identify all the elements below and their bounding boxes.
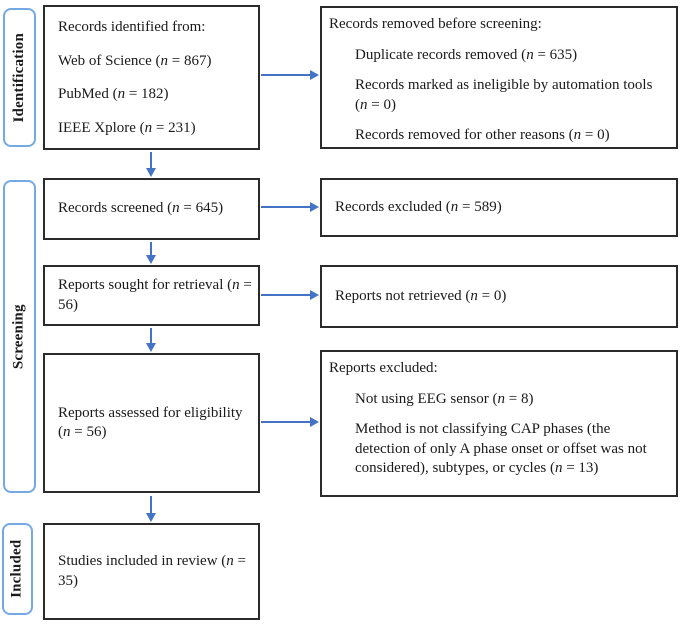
box-reports-not-retrieved: Reports not retrieved (n = 0) [320, 265, 678, 328]
arrow-sought-to-assessed [150, 328, 152, 343]
records-identified-source-ieee: IEEE Xplore (n = 231) [58, 119, 196, 136]
arrow-screened-to-sought [150, 242, 152, 255]
records-removed-other: Records removed for other reasons (n = 0… [355, 127, 610, 143]
box-reports-sought: Reports sought for retrieval (n = 56) [43, 265, 260, 326]
records-excluded-text: Records excluded (n = 589) [335, 198, 502, 215]
arrow-identified-to-screened [150, 152, 152, 168]
stage-label-identification: Identification [3, 8, 36, 147]
records-removed-heading: Records removed before screening: [329, 16, 542, 32]
arrow-sought-to-not-retrieved [261, 294, 310, 296]
arrow-screened-to-excluded [261, 206, 310, 208]
records-screened-text: Records screened (n = 645) [58, 200, 224, 217]
box-reports-excluded: Reports excluded: Not using EEG sensor (… [320, 350, 678, 497]
stage-label-included-text: Included [8, 539, 25, 599]
reports-excluded-no-eeg: Not using EEG sensor (n = 8) [355, 390, 534, 407]
records-removed-automation: Records marked as ineligible by automati… [355, 77, 653, 113]
reports-excluded-heading: Reports excluded: [329, 360, 438, 376]
box-records-removed: Records removed before screening: Duplic… [320, 6, 678, 149]
records-removed-duplicates: Duplicate records removed (n = 635) [355, 46, 578, 63]
reports-assessed-text: Reports assessed for eligibility (n = 56… [58, 404, 243, 441]
box-reports-assessed: Reports assessed for eligibility (n = 56… [43, 353, 260, 493]
arrow-assessed-to-included [150, 496, 152, 513]
box-records-screened: Records screened (n = 645) [43, 178, 260, 240]
box-studies-included: Studies included in review (n = 35) [43, 523, 260, 620]
stage-label-included: Included [2, 523, 33, 615]
reports-not-retrieved-text: Reports not retrieved (n = 0) [335, 287, 507, 304]
box-records-identified: Records identified from: Web of Science … [43, 5, 260, 150]
records-identified-source-pubmed: PubMed (n = 182) [58, 86, 169, 102]
arrow-assessed-to-excluded [261, 421, 310, 423]
stage-label-identification-text: Identification [10, 32, 27, 123]
arrow-identified-to-removed [261, 74, 310, 76]
records-identified-source-wos: Web of Science (n = 867) [58, 52, 212, 69]
records-identified-heading: Records identified from: [58, 19, 206, 35]
stage-label-screening-text: Screening [10, 304, 27, 369]
stage-label-screening: Screening [3, 180, 36, 493]
reports-excluded-not-cap: Method is not classifying CAP phases (th… [355, 421, 647, 476]
box-records-excluded: Records excluded (n = 589) [320, 178, 678, 237]
reports-sought-text: Reports sought for retrieval (n = 56) [58, 277, 252, 313]
studies-included-text: Studies included in review (n = 35) [58, 553, 247, 589]
